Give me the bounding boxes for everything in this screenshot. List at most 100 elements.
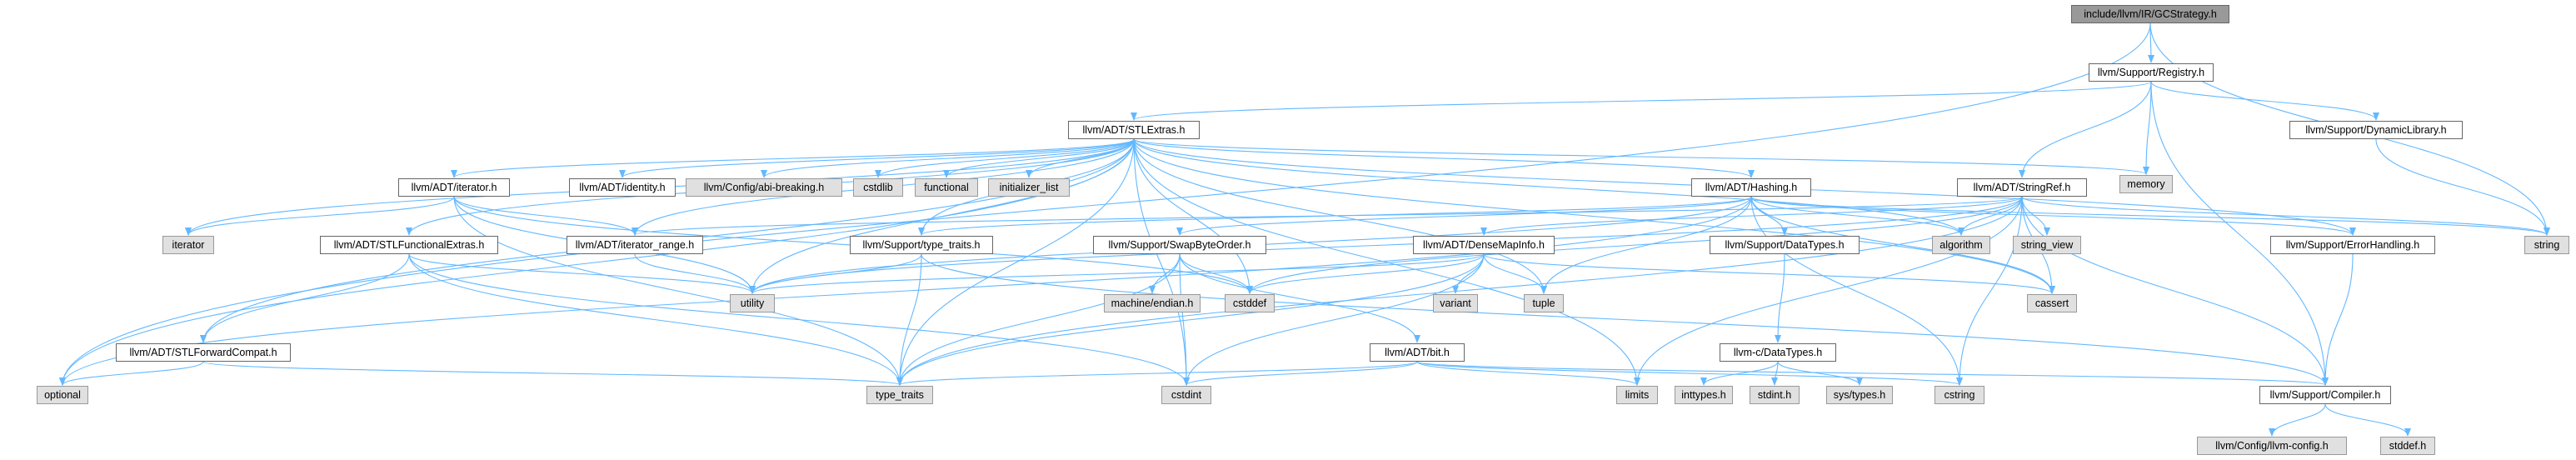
edge-compiler-to-stddef [2324,403,2411,437]
edge-stlextras-to-type_traits [896,138,1135,386]
type-traits-h-node[interactable]: llvm/Support/type_traits.h [850,236,993,254]
edge-hashing-to-datatypes_support [1750,196,1788,236]
edge-stringref-to-limits [1634,196,2023,386]
edge-registry-to-compiler [2150,81,2329,386]
datatypes-support-node[interactable]: llvm/Support/DataTypes.h [1710,236,1860,254]
sys-types-node: sys/types.h [1826,386,1893,404]
edge-hashing-to-optional [59,196,1752,386]
edge-densemapinfo-to-variant [1452,253,1485,294]
edge-bit-to-cstdint [1183,361,1418,386]
stlfunctionalextras-node[interactable]: llvm/ADT/STLFunctionalExtras.h [320,236,498,254]
edge-hashing-to-cstring [1750,196,1963,386]
edge-bit-to-cstring [1416,361,1963,386]
edge-hashing-to-algorithm [1750,196,1964,236]
algorithm-node: algorithm [1932,236,1990,254]
edge-gcstrategy-to-optional [59,22,2151,386]
edge-stringref-to-cstring [1956,196,2023,386]
edge-swapbyteorder-to-cstddef [1179,253,1253,294]
edge-stlextras-to-cstdint [1133,138,1190,386]
dynamiclibrary-node[interactable]: llvm/Support/DynamicLibrary.h [2289,121,2463,139]
edge-hashing-to-cassert [1750,196,2055,294]
cstdint-node: cstdint [1161,386,1211,404]
memory-node: memory [2119,175,2173,193]
string-node: string [2524,236,2569,254]
stdint-node: stdint.h [1750,386,1800,404]
errorhandling-node[interactable]: llvm/Support/ErrorHandling.h [2270,236,2435,254]
edge-stlfunctionalextras-to-type_traits [408,253,903,386]
edge-registry-to-stringref [2019,81,2152,178]
edge-stringref-to-type_traits [896,196,2023,386]
abi-breaking-node: llvm/Config/abi-breaking.h [686,178,842,197]
edge-datatypes_support-to-c_datatypes [1775,253,1785,343]
cassert-node: cassert [2027,294,2077,312]
edge-compiler-to-llvm_config [2269,403,2326,437]
edge-dynamiclibrary-to-string [2375,138,2550,236]
dependency-edges [59,22,2550,437]
densemapinfo-node[interactable]: llvm/ADT/DenseMapInfo.h [1413,236,1555,254]
utility-node: utility [730,294,775,312]
edge-stlextras-to-cassert [1133,138,2055,294]
edge-densemapinfo-to-cstdint [1183,253,1485,386]
string-view-node: string_view [2013,236,2081,254]
c-datatypes-node[interactable]: llvm-c/DataTypes.h [1720,343,1836,362]
iterator-std-node: iterator [162,236,214,254]
edge-densemapinfo-to-utility [749,253,1485,294]
initializer-list-node: initializer_list [988,178,1070,197]
inttypes-node: inttypes.h [1675,386,1733,404]
edge-c_datatypes-to-stdint [1771,361,1779,386]
edge-swapbyteorder-to-cstdint [1179,253,1190,386]
edge-swapbyteorder-to-machine_endian [1149,253,1181,294]
hashing-node[interactable]: llvm/ADT/Hashing.h [1691,178,1811,197]
edge-hashing-to-swapbyteorder [1176,196,1752,236]
edge-hashing-to-errorhandling [1750,196,2356,236]
edge-stlextras-to-algorithm [1133,138,1964,236]
edge-bit-to-type_traits [896,361,1418,386]
edge-stringref-to-cstddef [1246,196,2023,294]
edge-iterator_range-to-utility [634,253,756,294]
edge-registry-to-memory [2143,81,2152,175]
edge-stlfunctionalextras-to-stlforwardcompat [200,253,410,343]
edge-densemapinfo-to-type_traits [896,253,1485,386]
stlextras-node[interactable]: llvm/ADT/STLExtras.h [1068,121,1200,139]
edge-registry-to-dynamiclibrary [2150,81,2379,121]
gcstrategy-node: include/llvm/IR/GCStrategy.h [2071,5,2229,23]
edge-stringref-to-algorithm [1958,196,2023,236]
llvm-config-node: llvm/Config/llvm-config.h [2197,437,2347,455]
edge-hashing-to-string [1750,196,2550,236]
swapbyteorder-node[interactable]: llvm/Support/SwapByteOrder.h [1093,236,1266,254]
iterator-h-node[interactable]: llvm/ADT/iterator.h [398,178,510,197]
edge-stringref-to-iterator_range [632,196,2023,236]
stringref-node[interactable]: llvm/ADT/StringRef.h [1957,178,2087,197]
edge-stlextras-to-cstdlib [875,138,1135,178]
edge-stlfunctionalextras-to-cstdint [408,253,1190,386]
edge-stlextras-to-functional [943,138,1135,178]
identity-node[interactable]: llvm/ADT/identity.h [569,178,676,197]
edge-stlextras-to-tuple [1133,138,1547,294]
edge-stlextras-to-memory [1133,138,2149,175]
edge-densemapinfo-to-cstddef [1246,253,1485,294]
edge-stlforwardcompat-to-type_traits [202,361,903,386]
edge-stlextras-to-identity [619,138,1135,178]
type-traits-std-node: type_traits [866,386,933,404]
edge-stlforwardcompat-to-optional [59,361,204,386]
edge-stringref-to-compiler [2021,196,2329,386]
edge-stlextras-to-hashing [1133,138,1755,178]
iterator-range-node[interactable]: llvm/ADT/iterator_range.h [567,236,703,254]
edge-type_traits_h-to-type_traits [896,253,922,386]
bit-node[interactable]: llvm/ADT/bit.h [1370,343,1465,362]
compiler-node[interactable]: llvm/Support/Compiler.h [2259,386,2391,404]
edge-stlextras-to-abi_breaking [761,138,1135,178]
cstdlib-node: cstdlib [853,178,903,197]
edge-stlextras-to-limits [1133,138,1640,386]
edge-iterator_h-to-iterator_std [185,196,455,236]
edge-iterator_h-to-iterator_range [453,196,638,236]
edge-c_datatypes-to-inttypes [1700,361,1779,386]
cstring-node: cstring [1934,386,1984,404]
machine-endian-node: machine/endian.h [1104,294,1201,312]
edge-bit-to-limits [1416,361,1640,386]
variant-node: variant [1433,294,1478,312]
stlforwardcompat-node[interactable]: llvm/ADT/STLForwardCompat.h [116,343,291,362]
edge-stlextras-to-iterator_h [451,138,1135,178]
registry-node[interactable]: llvm/Support/Registry.h [2089,63,2214,82]
edge-stlextras-to-cstddef [1133,138,1253,294]
